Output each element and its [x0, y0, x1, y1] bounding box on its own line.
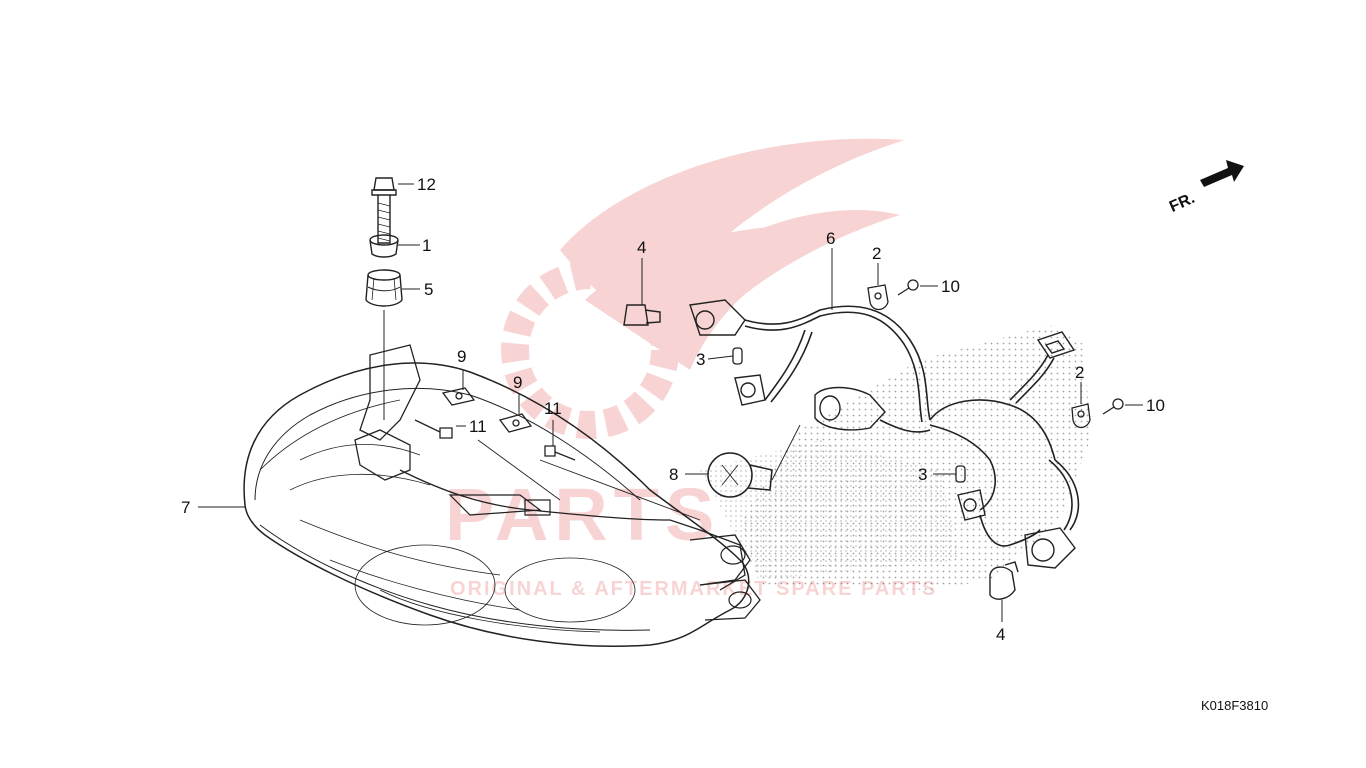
bulb-socket-left-lower: [734, 374, 766, 406]
screw-part-11b: [544, 445, 576, 461]
leader-lines: [198, 183, 1143, 622]
callout-4a: 4: [637, 238, 646, 257]
clamp-part-2a: [867, 284, 889, 311]
bulb-socket-middle: [814, 386, 886, 431]
callout-11a: 11: [469, 417, 487, 436]
bolt-part-12: [371, 177, 397, 244]
tail-light-housing: [243, 344, 761, 647]
callout-10b: 10: [1146, 396, 1165, 415]
grommet-part-5: [365, 269, 403, 307]
callout-11b: 11: [544, 399, 562, 418]
callout-5: 5: [424, 280, 433, 299]
callout-12: 12: [417, 175, 436, 194]
callout-6: 6: [826, 229, 835, 248]
callout-9b: 9: [513, 373, 522, 392]
callout-8: 8: [669, 465, 678, 484]
nut-clip-part-9b: [498, 413, 533, 433]
bulb-part-8: [707, 452, 773, 498]
callout-3b: 3: [918, 465, 927, 484]
bulb-socket-right-lower: [1024, 527, 1076, 569]
screw-part-11a: [414, 419, 453, 439]
clamp-part-2b: [1071, 403, 1091, 429]
bulb-socket-right-small: [957, 489, 986, 521]
callout-4b: 4: [996, 625, 1005, 644]
callout-3a: 3: [696, 350, 705, 369]
wedge-bulb-part-3a: [732, 347, 743, 365]
front-direction-indicator: FR.: [1167, 160, 1244, 216]
bulb-part-4b: [989, 561, 1019, 600]
screw-part-10b: [1102, 398, 1124, 415]
assembly-line-11: [477, 439, 561, 501]
watermark-logo: PARTS ORIGINAL & AFTERMARKET SPARE PARTS: [445, 138, 935, 600]
bulb-part-4a: [623, 304, 661, 326]
harness-connector: [1036, 331, 1076, 359]
nut-clip-part-9a: [441, 387, 476, 406]
callout-9a: 9: [457, 347, 466, 366]
callout-7: 7: [181, 498, 190, 517]
bulb-socket-upper-left: [689, 299, 746, 336]
assembly-line-8: [771, 424, 801, 481]
assembly-line-11b: [539, 459, 701, 521]
callout-1: 1: [422, 236, 431, 255]
wire-harness-part-6: [744, 305, 1080, 547]
collar-part-1: [369, 234, 399, 258]
callout-2b: 2: [1075, 363, 1084, 382]
shading: [700, 325, 1090, 590]
front-indicator-label: FR.: [1167, 190, 1197, 216]
figure-code: K018F3810: [1201, 698, 1269, 713]
callout-10a: 10: [941, 277, 960, 296]
callout-2a: 2: [872, 244, 881, 263]
screw-part-10a: [897, 279, 919, 296]
callout-labels: 12 1 5 7 9 9 11 11 4 3 6 2 10 8 2 10 3 4: [181, 175, 1165, 644]
